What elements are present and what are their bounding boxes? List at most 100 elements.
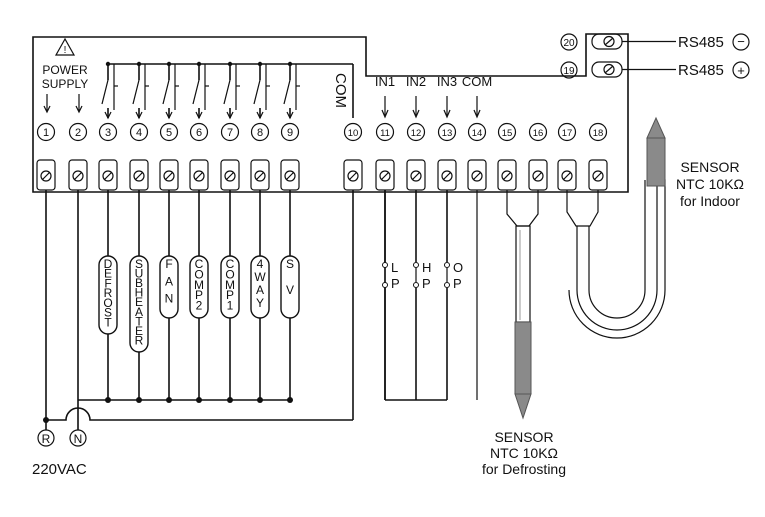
relay-contact-blade bbox=[253, 79, 261, 105]
terminal-screw bbox=[163, 170, 175, 182]
terminal-screw bbox=[532, 170, 544, 182]
rs485-plus-screw-terminal bbox=[591, 61, 623, 78]
terminal-number-circle bbox=[36, 122, 56, 142]
relay-contact-blade bbox=[192, 79, 200, 105]
power-supply-label-line2: SUPPLY bbox=[42, 77, 88, 91]
terminal-screw-block bbox=[280, 159, 300, 191]
terminal-screw bbox=[410, 170, 422, 182]
defrost-sensor-probe bbox=[514, 321, 532, 395]
terminal-screw-block bbox=[250, 159, 270, 191]
terminal-number-circle bbox=[220, 122, 240, 142]
relay-contact-blade bbox=[223, 79, 231, 105]
rs485-minus-number-circle bbox=[560, 33, 578, 51]
rs485-block: 20 RS485 − 19 RS485 + bbox=[560, 33, 750, 79]
relay-contact-blade bbox=[132, 79, 140, 105]
defrost-sensor-line2: NTC 10KΩ bbox=[490, 445, 558, 461]
input-label: IN1 bbox=[375, 74, 395, 89]
terminal-number-circle bbox=[437, 122, 457, 142]
terminal-screw-block bbox=[68, 159, 88, 191]
voltage-label: 220VAC bbox=[32, 461, 87, 478]
live-return-line bbox=[46, 407, 353, 421]
input-label: COM bbox=[462, 74, 492, 89]
rs485-plus-label: RS485 bbox=[678, 62, 724, 79]
terminal-screw-block bbox=[343, 159, 363, 191]
terminal-number-circle bbox=[343, 122, 363, 142]
rs485-plus-number-circle bbox=[560, 61, 578, 79]
rs485-minus-sign-circle bbox=[732, 33, 750, 51]
terminal-number: 9 bbox=[287, 127, 293, 139]
terminal-screw bbox=[254, 170, 266, 182]
terminal-screw bbox=[379, 170, 391, 182]
terminal-screw-block bbox=[375, 159, 395, 191]
input-label: IN3 bbox=[437, 74, 457, 89]
terminal-number-circle bbox=[528, 122, 548, 142]
terminal-screw bbox=[501, 170, 513, 182]
com-label-vertical: COM bbox=[332, 73, 349, 108]
rs485-plus-sign: + bbox=[737, 63, 745, 78]
terminal-screw-block bbox=[129, 159, 149, 191]
terminal-screw bbox=[224, 170, 236, 182]
warning-symbol: ! bbox=[64, 45, 67, 56]
terminal-screw-block bbox=[159, 159, 179, 191]
terminal-number: 17 bbox=[562, 128, 573, 139]
terminal-number-circle bbox=[497, 122, 517, 142]
terminal-number-circle bbox=[557, 122, 577, 142]
terminal-number: 15 bbox=[502, 128, 513, 139]
rs485-minus-label: RS485 bbox=[678, 34, 724, 51]
terminal-number-circle bbox=[98, 122, 118, 142]
defrost-sensor-line3: for Defrosting bbox=[482, 461, 566, 477]
terminal-screw bbox=[133, 170, 145, 182]
relay-contact-blade bbox=[162, 79, 170, 105]
rs485-plus-sign-circle bbox=[732, 61, 750, 79]
rs485-minus-number: 20 bbox=[563, 38, 575, 49]
terminal-screw-block bbox=[467, 159, 487, 191]
terminal-number: 4 bbox=[136, 127, 142, 139]
terminal-number: 1 bbox=[43, 127, 49, 139]
rs485-minus-screw bbox=[603, 35, 615, 48]
defrost-sensor-line1: SENSOR bbox=[494, 429, 553, 445]
terminal-r-circle bbox=[37, 429, 55, 447]
terminal-number-circle bbox=[129, 122, 149, 142]
terminal-number: 2 bbox=[75, 127, 81, 139]
terminal-number: 16 bbox=[533, 128, 544, 139]
terminal-number: 6 bbox=[196, 127, 202, 139]
indoor-sensor-cable bbox=[568, 179, 666, 339]
rs485-plus-number: 19 bbox=[563, 66, 575, 77]
relay-contact-blade bbox=[283, 79, 291, 105]
terminal-number: 11 bbox=[380, 128, 390, 139]
terminal-number-circle bbox=[159, 122, 179, 142]
terminal-screw-block bbox=[557, 159, 577, 191]
terminal-number-circle bbox=[375, 122, 395, 142]
terminal-screw bbox=[72, 170, 84, 182]
terminal-number: 3 bbox=[105, 127, 111, 139]
power-terminals: R N 220VAC bbox=[32, 429, 87, 478]
input-label: IN2 bbox=[406, 74, 426, 89]
power-supply-header: ! POWER SUPPLY bbox=[42, 37, 88, 114]
terminal-screw-block bbox=[437, 159, 457, 191]
terminal-screw bbox=[347, 170, 359, 182]
terminal-n-label: N bbox=[74, 432, 83, 446]
indoor-sensor: SENSOR NTC 10KΩ for Indoor bbox=[566, 116, 744, 339]
terminal-screw bbox=[284, 170, 296, 182]
terminal-screw-block bbox=[98, 159, 118, 191]
terminal-number: 12 bbox=[411, 128, 422, 139]
rs485-minus-screw-terminal bbox=[591, 33, 623, 50]
r-junction bbox=[43, 417, 49, 423]
terminal-number-circle bbox=[406, 122, 426, 142]
rs485-minus-sign: − bbox=[737, 34, 745, 49]
terminal-screw-block bbox=[220, 159, 240, 191]
relay-contacts bbox=[101, 61, 354, 120]
terminal-screw-block bbox=[497, 159, 517, 191]
terminal-number: 8 bbox=[257, 127, 263, 139]
terminal-number: 7 bbox=[227, 127, 233, 139]
